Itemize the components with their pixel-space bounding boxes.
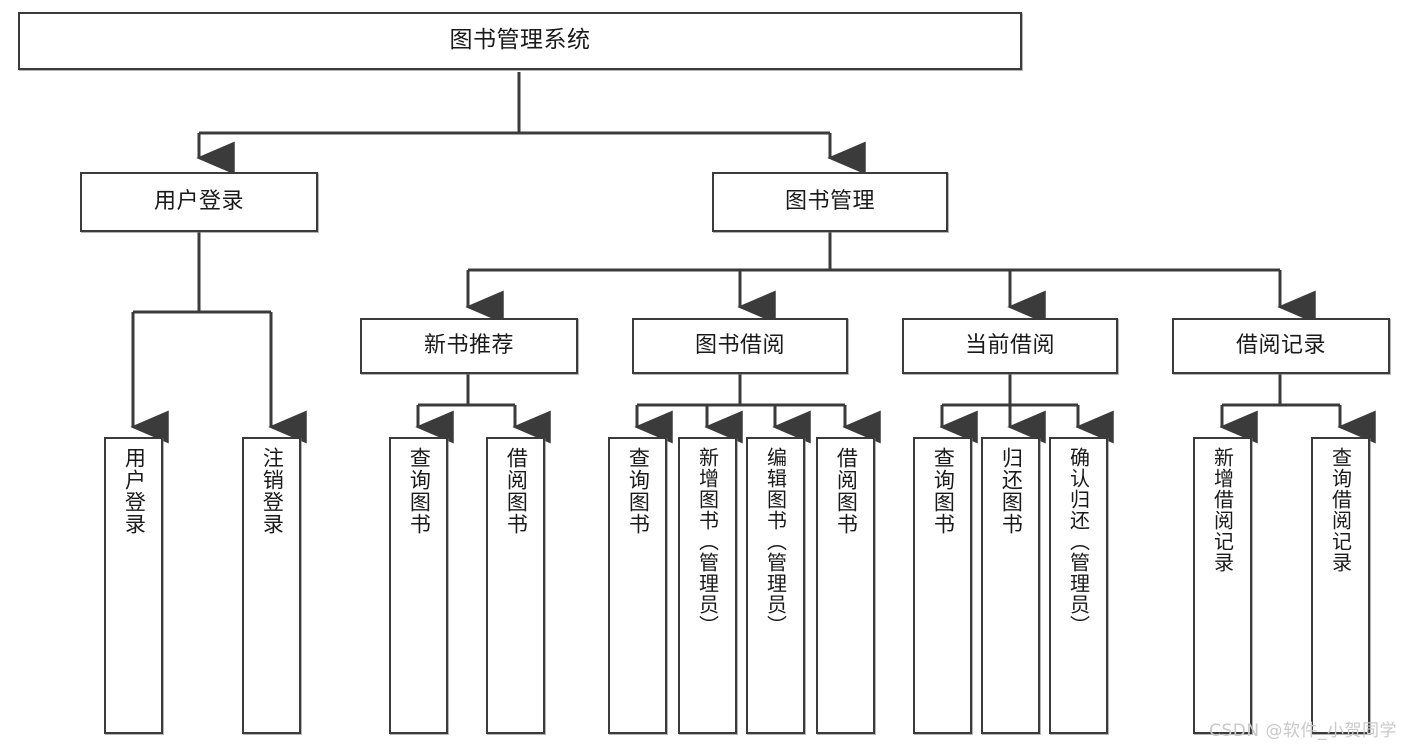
leaf-recommend-borrow-book[interactable]: 借阅图书 [486,437,545,734]
leaf-current-return-book[interactable]: 归还图书 [981,437,1040,734]
leaf-recommend-query-book[interactable]: 查询图书 [389,437,448,734]
watermark-text: CSDN @软件_小贺同学 [1209,721,1397,741]
node-book-borrow[interactable]: 图书借阅 [632,318,848,374]
leaf-label: 编辑图书（管理员） [763,447,788,636]
leaf-label: 借阅图书 [834,447,859,535]
leaf-user-login-login[interactable]: 用户登录 [104,437,163,734]
leaf-label: 查询图书 [931,447,956,535]
leaf-record-add-record[interactable]: 新增借阅记录 [1193,437,1252,734]
leaf-label: 借阅图书 [504,447,529,535]
leaf-current-query-book[interactable]: 查询图书 [913,437,972,734]
node-borrow-record[interactable]: 借阅记录 [1172,318,1390,374]
node-current-borrow[interactable]: 当前借阅 [902,318,1118,374]
leaf-borrow-borrow-book[interactable]: 借阅图书 [816,437,875,734]
leaf-borrow-add-book-admin[interactable]: 新增图书（管理员） [678,437,737,734]
leaf-label: 确认归还（管理员） [1066,447,1091,636]
leaf-label: 新增图书（管理员） [695,447,720,636]
node-user-login[interactable]: 用户登录 [80,172,318,232]
leaf-current-confirm-return-admin[interactable]: 确认归还（管理员） [1049,437,1108,734]
leaf-label: 归还图书 [999,447,1024,535]
node-root-system[interactable]: 图书管理系统 [18,12,1022,70]
leaf-label: 注销登录 [260,447,285,535]
leaf-label: 查询图书 [407,447,432,535]
leaf-borrow-edit-book-admin[interactable]: 编辑图书（管理员） [746,437,805,734]
node-new-book-recommend[interactable]: 新书推荐 [360,318,578,374]
leaf-user-login-logout[interactable]: 注销登录 [242,437,301,734]
node-book-management[interactable]: 图书管理 [712,172,948,232]
leaf-label: 用户登录 [122,447,147,535]
leaf-label: 查询图书 [626,447,651,535]
leaf-record-query-record[interactable]: 查询借阅记录 [1311,437,1370,734]
leaf-label: 新增借阅记录 [1210,447,1235,573]
leaf-label: 查询借阅记录 [1328,447,1353,573]
leaf-borrow-query-book[interactable]: 查询图书 [608,437,667,734]
